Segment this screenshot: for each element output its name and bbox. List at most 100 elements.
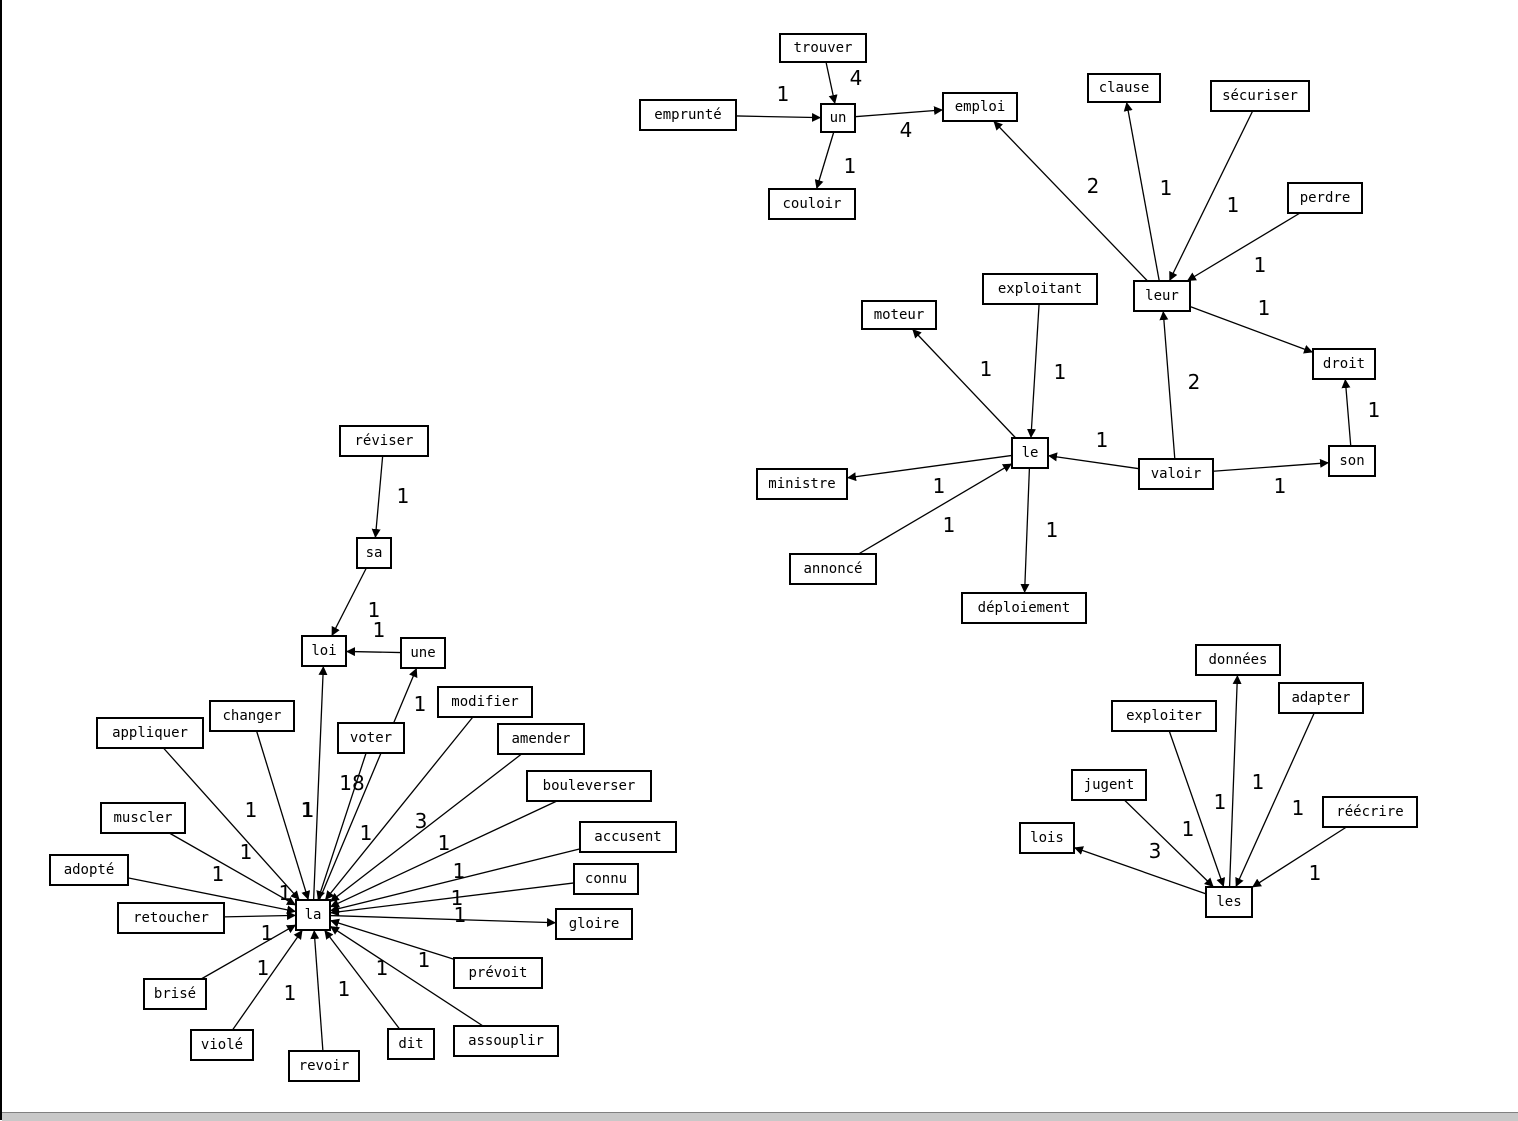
node-box[interactable]	[768, 188, 856, 220]
node-box[interactable]	[295, 899, 331, 931]
node-ministre[interactable]: ministre	[756, 468, 848, 500]
node-une[interactable]: une	[400, 637, 446, 669]
edge-weight-valoir-to-le: 1	[1096, 428, 1109, 452]
node-box[interactable]	[453, 1025, 559, 1057]
node-viole[interactable]: violé	[190, 1029, 254, 1061]
node-box[interactable]	[1205, 886, 1253, 918]
node-box[interactable]	[1087, 73, 1161, 103]
node-box[interactable]	[288, 1050, 360, 1082]
node-box[interactable]	[942, 92, 1018, 122]
node-dit[interactable]: dit	[387, 1028, 435, 1060]
node-accusent[interactable]: accusent	[579, 821, 677, 853]
node-box[interactable]	[301, 635, 347, 667]
node-gloire[interactable]: gloire	[555, 908, 633, 940]
node-lois[interactable]: lois	[1019, 822, 1075, 854]
node-voter[interactable]: voter	[337, 722, 405, 754]
node-modifier[interactable]: modifier	[437, 686, 533, 718]
node-exploiter[interactable]: exploiter	[1111, 700, 1217, 732]
node-box[interactable]	[982, 273, 1098, 305]
node-box[interactable]	[400, 637, 446, 669]
node-amender[interactable]: amender	[497, 723, 585, 755]
node-couloir[interactable]: couloir	[768, 188, 856, 220]
node-perdre[interactable]: perdre	[1287, 182, 1363, 214]
node-box[interactable]	[337, 722, 405, 754]
node-adopte[interactable]: adopté	[49, 854, 129, 886]
node-un[interactable]: un	[820, 103, 856, 133]
node-emploi[interactable]: emploi	[942, 92, 1018, 122]
node-box[interactable]	[339, 425, 429, 457]
node-donnees[interactable]: données	[1195, 644, 1281, 676]
node-box[interactable]	[579, 821, 677, 853]
node-prevoit[interactable]: prévoit	[453, 957, 543, 989]
node-revoir[interactable]: revoir	[288, 1050, 360, 1082]
node-les[interactable]: les	[1205, 886, 1253, 918]
node-box[interactable]	[961, 592, 1087, 624]
node-box[interactable]	[49, 854, 129, 886]
node-box[interactable]	[96, 717, 204, 749]
node-box[interactable]	[100, 802, 186, 834]
node-connu[interactable]: connu	[573, 863, 639, 895]
node-box[interactable]	[573, 863, 639, 895]
node-box[interactable]	[1278, 682, 1364, 714]
node-box[interactable]	[1322, 796, 1418, 828]
node-sa[interactable]: sa	[356, 537, 392, 569]
node-box[interactable]	[453, 957, 543, 989]
node-assouplir[interactable]: assouplir	[453, 1025, 559, 1057]
node-box[interactable]	[497, 723, 585, 755]
node-appliquer[interactable]: appliquer	[96, 717, 204, 749]
node-bouleverser[interactable]: bouleverser	[526, 770, 652, 802]
node-box[interactable]	[437, 686, 533, 718]
node-box[interactable]	[143, 978, 207, 1010]
node-box[interactable]	[639, 99, 737, 131]
node-box[interactable]	[756, 468, 848, 500]
node-jugent[interactable]: jugent	[1071, 769, 1147, 801]
node-box[interactable]	[1312, 348, 1376, 380]
node-box[interactable]	[1195, 644, 1281, 676]
node-box[interactable]	[789, 553, 877, 585]
node-box[interactable]	[1019, 822, 1075, 854]
node-brise[interactable]: brisé	[143, 978, 207, 1010]
node-label: jugent	[1084, 777, 1135, 793]
node-box[interactable]	[1287, 182, 1363, 214]
node-valoir[interactable]: valoir	[1138, 458, 1214, 490]
node-box[interactable]	[1071, 769, 1147, 801]
node-box[interactable]	[779, 33, 867, 63]
node-exploitant[interactable]: exploitant	[982, 273, 1098, 305]
node-deploiement[interactable]: déploiement	[961, 592, 1087, 624]
node-moteur[interactable]: moteur	[861, 300, 937, 330]
node-box[interactable]	[356, 537, 392, 569]
node-changer[interactable]: changer	[209, 700, 295, 732]
node-box[interactable]	[1011, 437, 1049, 469]
node-la[interactable]: la	[295, 899, 331, 931]
node-box[interactable]	[190, 1029, 254, 1061]
node-box[interactable]	[1210, 80, 1310, 112]
node-emprunte[interactable]: emprunté	[639, 99, 737, 131]
node-le[interactable]: le	[1011, 437, 1049, 469]
node-box[interactable]	[1133, 280, 1191, 312]
node-adapter[interactable]: adapter	[1278, 682, 1364, 714]
node-securiser[interactable]: sécuriser	[1210, 80, 1310, 112]
node-reviser[interactable]: réviser	[339, 425, 429, 457]
node-box[interactable]	[387, 1028, 435, 1060]
node-box[interactable]	[820, 103, 856, 133]
node-box[interactable]	[117, 902, 225, 934]
node-trouver[interactable]: trouver	[779, 33, 867, 63]
node-loi[interactable]: loi	[301, 635, 347, 667]
node-box[interactable]	[1328, 445, 1376, 477]
node-label: clause	[1099, 80, 1150, 96]
node-reecrire[interactable]: réécrire	[1322, 796, 1418, 828]
node-leur[interactable]: leur	[1133, 280, 1191, 312]
horizontal-scrollbar[interactable]	[2, 1112, 1518, 1121]
node-clause[interactable]: clause	[1087, 73, 1161, 103]
node-box[interactable]	[526, 770, 652, 802]
node-box[interactable]	[861, 300, 937, 330]
node-droit[interactable]: droit	[1312, 348, 1376, 380]
node-son[interactable]: son	[1328, 445, 1376, 477]
node-box[interactable]	[1111, 700, 1217, 732]
node-retoucher[interactable]: retoucher	[117, 902, 225, 934]
node-annonce[interactable]: annoncé	[789, 553, 877, 585]
node-muscler[interactable]: muscler	[100, 802, 186, 834]
node-box[interactable]	[1138, 458, 1214, 490]
node-box[interactable]	[555, 908, 633, 940]
node-box[interactable]	[209, 700, 295, 732]
